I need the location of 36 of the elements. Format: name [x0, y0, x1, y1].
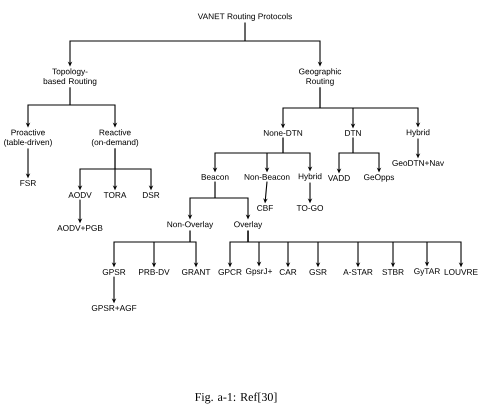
node-label: STBR	[382, 269, 404, 275]
node-label: None-DTN	[264, 130, 302, 136]
node-label: Geographic Routing	[299, 68, 342, 86]
node-label: PRB-DV	[139, 269, 170, 275]
node-label: Non-Beacon	[244, 174, 290, 180]
node-label: GPSR+AGF	[92, 305, 136, 311]
node-label: GeoDTN+Nav	[392, 160, 444, 166]
node-label: VANET Routing Protocols	[198, 13, 292, 21]
node-label: FSR	[20, 180, 36, 186]
node-label: CAR	[280, 269, 296, 275]
node-label: TORA	[104, 192, 126, 198]
node-label: GyTAR	[414, 268, 440, 276]
node-label: GeOpps	[364, 174, 394, 182]
node-label: Overlay	[234, 221, 262, 229]
node-label: GRANT	[182, 269, 210, 275]
node-label: AODV	[68, 192, 92, 198]
node-label: GSR	[309, 269, 327, 275]
node-label: Hybrid	[298, 173, 322, 181]
node-label: DTN	[345, 130, 361, 136]
node-label: AODV+PGB	[57, 225, 102, 231]
node-label: GpsrJ+	[246, 268, 272, 276]
node-label: VADD	[328, 175, 350, 181]
node-label: GPSR	[102, 269, 126, 275]
node-label: Beacon	[202, 174, 228, 180]
node-label: DSR	[142, 192, 160, 198]
caption: Fig. a-1: Ref[30]	[195, 392, 276, 404]
node-label: TO-GO	[296, 205, 324, 211]
node-label: Proactive (table-driven)	[4, 129, 52, 147]
node-label: GPCR	[218, 269, 242, 275]
node-label: CBF	[257, 205, 273, 211]
node-label: Topology-based Routing	[44, 68, 96, 86]
node-label: Reactive (on-demand)	[92, 129, 138, 147]
node-label: Non-Overlay	[167, 221, 214, 229]
node-label: A-STAR	[343, 269, 372, 275]
node-label: Hybrid	[406, 129, 430, 137]
node-label: LOUVRE	[444, 269, 478, 275]
